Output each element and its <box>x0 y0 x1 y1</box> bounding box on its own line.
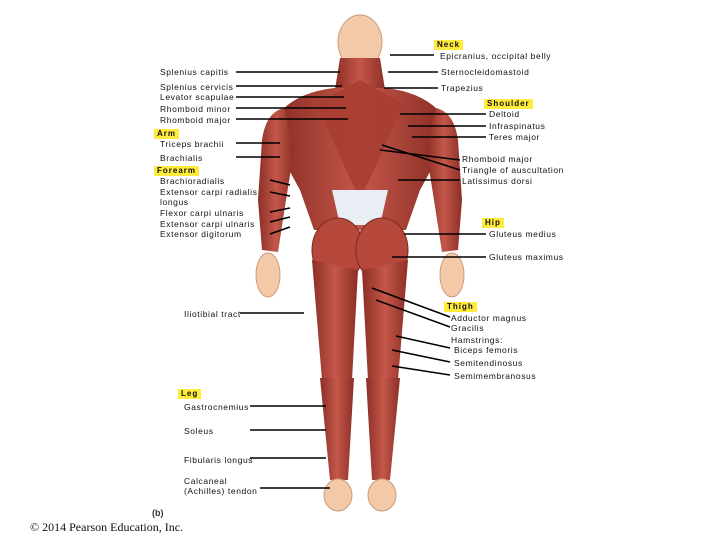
label-splenius-capitis: Splenius capitis <box>160 67 229 77</box>
trapezius-shape <box>316 80 404 200</box>
label-rhomboid-major-right: Rhomboid major <box>462 154 533 164</box>
label-flexor-carpi-ulnaris: Flexor carpi ulnaris <box>160 208 244 218</box>
label-soleus: Soleus <box>184 426 214 436</box>
left-arm <box>258 108 294 252</box>
label-splenius-cervicis: Splenius cervicis <box>160 82 234 92</box>
label-levator-scapulae: Levator scapulae <box>160 92 235 102</box>
figure-label: (b) <box>152 508 164 518</box>
label-calcaneal-1: Calcaneal <box>184 476 228 486</box>
label-rhomboid-major-left: Rhomboid major <box>160 115 231 125</box>
left-hand <box>255 252 281 298</box>
thoracolumbar-fascia <box>332 190 388 225</box>
label-trapezius: Trapezius <box>441 83 484 93</box>
label-fibularis-longus: Fibularis longus <box>184 455 254 465</box>
label-ecr-longus-1: Extensor carpi radialis <box>160 187 258 197</box>
label-extensor-carpi-ulnaris: Extensor carpi ulnaris <box>160 219 255 229</box>
label-infraspinatus: Infraspinatus <box>489 121 546 131</box>
header-leg: Leg <box>178 389 202 399</box>
label-hamstrings: Hamstrings: <box>451 335 503 345</box>
copyright-notice: © 2014 Pearson Education, Inc. <box>30 520 184 534</box>
label-deltoid: Deltoid <box>489 109 520 119</box>
label-adductor-magnus: Adductor magnus <box>451 313 527 323</box>
label-biceps-femoris: Biceps femoris <box>454 345 519 355</box>
left-leg <box>320 378 354 480</box>
label-teres-major: Teres major <box>489 132 541 142</box>
label-sternocleidomastoid: Sternocleidomastoid <box>441 67 530 77</box>
right-hand <box>439 252 465 298</box>
header-thigh: Thigh <box>444 302 477 312</box>
neck-muscles <box>334 58 386 96</box>
label-latissimus-dorsi: Latissimus dorsi <box>462 176 533 186</box>
label-brachioradialis: Brachioradialis <box>160 176 225 186</box>
label-brachialis: Brachialis <box>160 153 203 163</box>
label-semitendinosus: Semitendinosus <box>454 358 523 368</box>
label-gluteus-medius: Gluteus medius <box>489 229 557 239</box>
right-foot <box>367 478 397 512</box>
left-thigh <box>312 260 358 380</box>
leader-lines <box>236 54 486 489</box>
label-ecr-longus-2: longus <box>160 197 189 207</box>
right-leg <box>366 378 400 480</box>
label-calcaneal-2: (Achilles) tendon <box>184 486 258 496</box>
label-gluteus-maximus: Gluteus maximus <box>489 252 564 262</box>
header-hip: Hip <box>482 218 504 228</box>
left-foot <box>323 478 353 512</box>
label-gracilis: Gracilis <box>451 323 485 333</box>
header-arm: Arm <box>154 129 180 139</box>
label-extensor-digitorum: Extensor digitorum <box>160 229 242 239</box>
label-gastrocnemius: Gastrocnemius <box>184 402 249 412</box>
label-iliotibial-tract: Iliotibial tract <box>184 309 241 319</box>
label-semimembranosus: Semimembranosus <box>454 371 537 381</box>
right-thigh <box>362 260 408 380</box>
label-triangle-auscultation: Triangle of auscultation <box>462 165 564 175</box>
header-neck: Neck <box>434 40 464 50</box>
label-epicranius: Epicranius, occipital belly <box>440 51 552 61</box>
label-triceps-brachii: Triceps brachii <box>160 139 224 149</box>
header-forearm: Forearm <box>154 166 200 176</box>
label-rhomboid-minor: Rhomboid minor <box>160 104 231 114</box>
header-shoulder: Shoulder <box>484 99 533 109</box>
